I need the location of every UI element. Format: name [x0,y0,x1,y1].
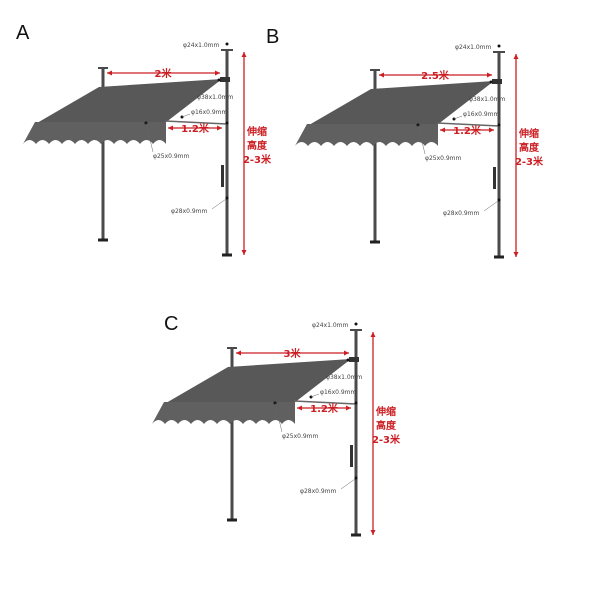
height-label: 2-3米 [243,153,272,166]
arm-label: 1.2米 [181,122,210,135]
awning-canopy [166,359,351,403]
panel-b-letter: B [266,26,280,48]
leader [310,393,320,398]
height-label: 伸缩 [246,125,267,138]
spec-point [225,42,229,46]
leader [211,198,227,210]
spec-upper: φ38x1.0mm [197,94,234,101]
spec-upper: φ38x1.0mm [326,374,363,381]
spec-top: φ24x1.0mm [312,322,349,329]
height-label: 2-3米 [372,433,401,446]
spec-bar: φ25x0.9mm [282,433,319,440]
width-label: 2米 [155,67,173,80]
crank-handle [493,167,496,189]
spec-arm: φ16x0.9mm [463,111,500,118]
awning-valance [295,124,438,146]
height-dimension-arrow-head [370,332,376,337]
arm-dimension-arrow-head [168,125,173,131]
spec-point [354,322,358,326]
spec-point [489,80,493,84]
height-dimension-arrow-head [241,52,247,57]
spec-point [354,401,358,405]
spec-post: φ28x0.9mm [443,210,480,217]
leader [483,200,499,212]
spec-arm: φ16x0.9mm [320,389,357,396]
spec-point [225,196,229,200]
width-dimension-arrow-head [344,350,349,356]
width-dimension-arrow-head [379,72,384,78]
spec-bar: φ25x0.9mm [153,153,190,160]
support-arm [164,120,228,125]
spec-upper: φ38x1.0mm [469,96,506,103]
width-dimension-arrow-head [215,70,220,76]
spec-post: φ28x0.9mm [171,208,208,215]
awning-valance [23,122,166,144]
bracket [349,357,359,362]
width-dimension-arrow-head [487,72,492,78]
width-dimension-arrow-head [107,70,112,76]
spec-arm: φ16x0.9mm [191,109,228,116]
panel-c-letter: C [164,313,179,335]
bracket [220,77,230,82]
spec-top: φ24x1.0mm [183,42,220,49]
spec-bar: φ25x0.9mm [425,155,462,162]
height-label: 伸缩 [518,127,539,140]
height-dimension-arrow-head [513,252,519,257]
height-dimension-arrow-head [513,54,519,59]
leader [340,478,356,490]
awning-canopy [309,81,494,125]
spec-point [497,198,501,202]
spec-top: φ24x1.0mm [455,44,492,51]
awning-valance [152,402,295,424]
height-label: 高度 [519,141,540,154]
height-label: 伸缩 [375,405,396,418]
spec-point [354,476,358,480]
arm-label: 1.2米 [310,402,339,415]
support-arm [293,400,357,405]
arm-dimension-arrow-head [489,127,494,133]
crank-handle [350,445,353,467]
leader [453,115,463,120]
height-label: 2-3米 [515,155,544,168]
arm-dimension-arrow-head [346,405,351,411]
spec-point [225,121,229,125]
leader [145,122,154,153]
support-arm [436,122,500,127]
leader [274,402,283,433]
spec-point [497,123,501,127]
crank-handle [221,165,224,187]
width-dimension-arrow-head [236,350,241,356]
leader [181,113,191,118]
spec-point [497,44,501,48]
height-dimension-arrow-head [370,530,376,535]
spec-post: φ28x0.9mm [300,488,337,495]
spec-point [217,78,221,82]
arm-label: 1.2米 [453,124,482,137]
arm-dimension-arrow-head [297,405,302,411]
spec-point [346,358,350,362]
leader [417,124,426,155]
arm-dimension-arrow-head [440,127,445,133]
awning-canopy [37,79,222,123]
height-dimension-arrow-head [241,250,247,255]
width-label: 3米 [284,347,302,360]
panel-a-letter: A [16,22,30,44]
bracket [492,79,502,84]
height-label: 高度 [376,419,397,432]
arm-dimension-arrow-head [217,125,222,131]
width-label: 2.5米 [421,69,450,82]
height-label: 高度 [247,139,268,152]
